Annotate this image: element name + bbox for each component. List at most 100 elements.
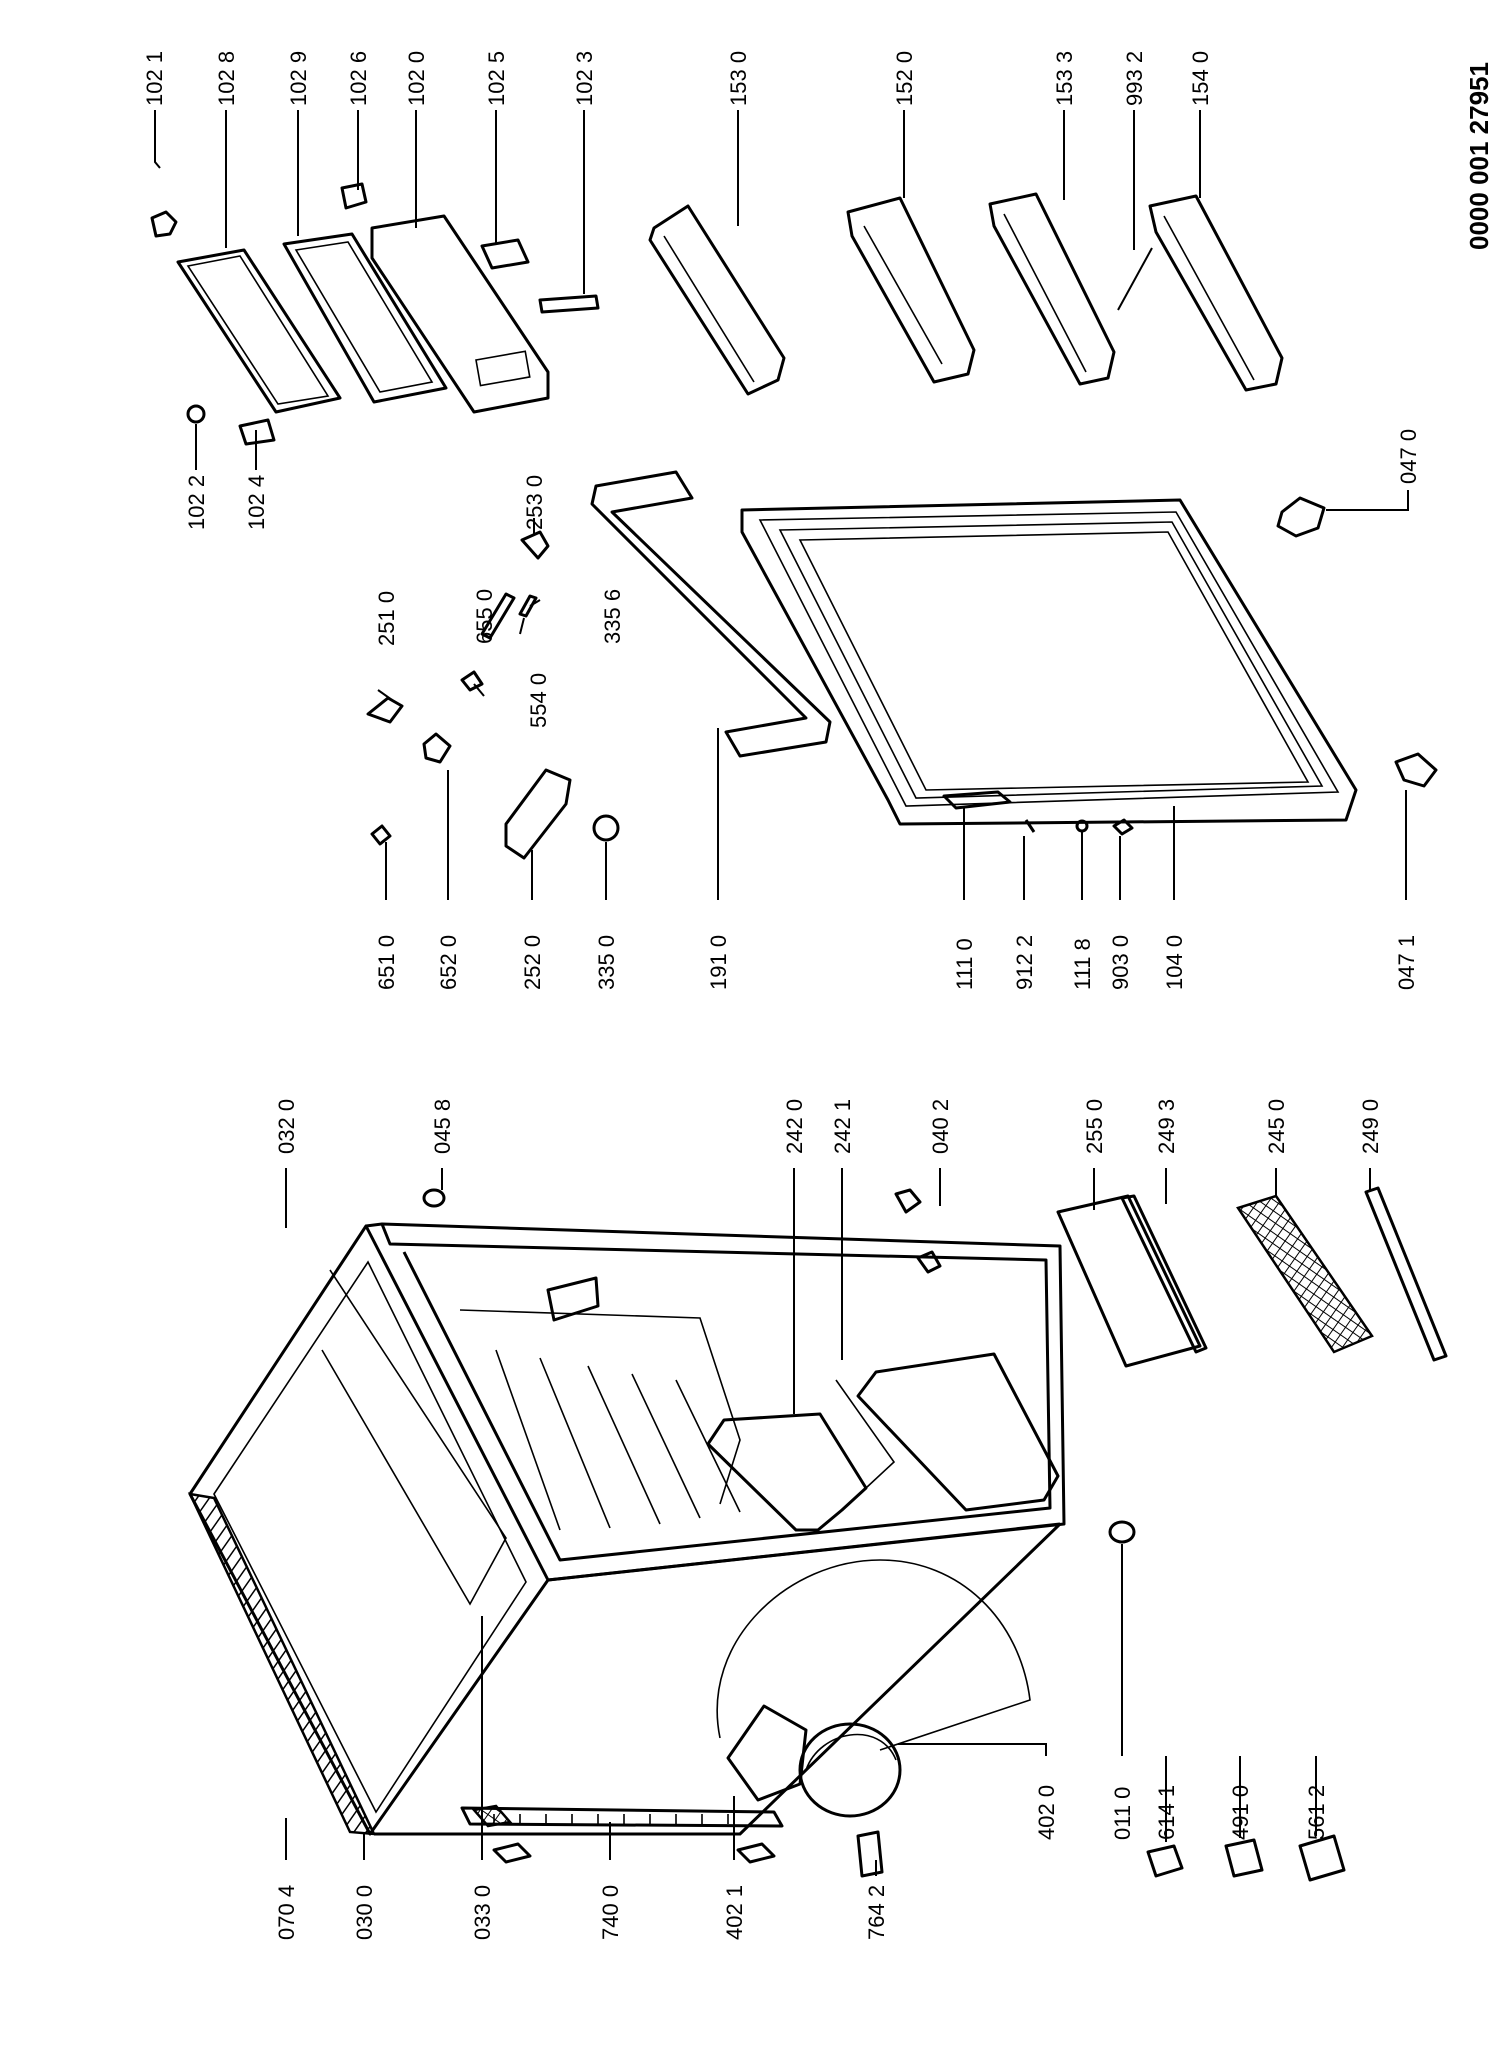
labels: 102 1 102 8 102 9 102 6 102 0 102 5 102 … [142, 51, 1421, 1940]
part-1023 [538, 294, 600, 314]
label-1533: 153 3 [1052, 51, 1077, 106]
label-2520: 252 0 [520, 935, 545, 990]
cabinet-body [365, 1222, 1066, 1582]
label-1520: 152 0 [892, 51, 917, 106]
part-1021 [150, 210, 178, 238]
label-0300: 030 0 [352, 1885, 377, 1940]
label-0704: 070 4 [274, 1885, 299, 1940]
part-1029 [282, 232, 448, 404]
label-3350: 335 0 [594, 935, 619, 990]
label-2490: 249 0 [1358, 1099, 1383, 1154]
label-9122: 912 2 [1012, 935, 1037, 990]
label-6141: 614 1 [1154, 1785, 1179, 1840]
part-6550 [480, 592, 516, 640]
part-5540 [460, 670, 484, 692]
part-2421 [856, 1352, 1060, 1512]
label-5612: 561 2 [1304, 1785, 1329, 1840]
label-1118: 111 8 [1070, 938, 1095, 990]
label-0402: 040 2 [928, 1099, 953, 1154]
label-2510: 251 0 [374, 591, 399, 646]
label-0470: 047 0 [1396, 429, 1421, 484]
part-2550 [1056, 1194, 1202, 1368]
part-4020 [798, 1722, 902, 1818]
label-5540: 554 0 [526, 673, 551, 728]
part-0330 [321, 1269, 507, 1606]
part-6510 [370, 824, 392, 846]
label-4020: 402 0 [1034, 1785, 1059, 1840]
part-1028 [176, 248, 342, 414]
label-1040: 104 0 [1162, 935, 1187, 990]
part-4910 [1224, 1838, 1264, 1878]
part-3356 [518, 594, 538, 618]
part-2510 [366, 696, 404, 724]
part-9122 [1024, 819, 1036, 833]
label-0471: 047 1 [1394, 935, 1419, 990]
part-0458 [422, 1188, 446, 1208]
label-1110: 111 0 [952, 938, 977, 990]
leaders-bottom [285, 1168, 1371, 1876]
door-shelf-group [150, 182, 1284, 446]
part-2490 [1364, 1186, 1448, 1362]
label-6520: 652 0 [436, 935, 461, 990]
label-1540: 154 0 [1188, 51, 1213, 106]
label-1020: 102 0 [404, 51, 429, 106]
part-4021 [726, 1704, 808, 1802]
compressor-cutout [716, 1559, 1031, 1751]
label-7400: 740 0 [598, 1885, 623, 1940]
part-2493 [1120, 1194, 1208, 1354]
part-9932 [1117, 247, 1153, 311]
cabinet-group [187, 1186, 1448, 1882]
part-2530 [520, 530, 550, 560]
part-0402 [894, 1188, 922, 1214]
part-1540 [1148, 194, 1284, 392]
part-1022 [186, 404, 206, 424]
part-2450 [1236, 1194, 1374, 1354]
part-6141 [1146, 1844, 1184, 1878]
label-0320: 032 0 [274, 1099, 299, 1154]
label-2450: 245 0 [1264, 1099, 1289, 1154]
part-7400 [460, 1806, 784, 1828]
label-1026: 102 6 [346, 51, 371, 106]
part-1020 [370, 214, 550, 414]
part-3350 [592, 814, 620, 842]
part-5612 [1298, 1834, 1346, 1882]
label-0458: 045 8 [430, 1099, 455, 1154]
part-2520 [504, 768, 572, 860]
label-7642: 764 2 [864, 1885, 889, 1940]
part-0471 [1394, 752, 1438, 788]
label-6510: 651 0 [374, 935, 399, 990]
label-6550: 655 0 [472, 589, 497, 644]
part-1110 [942, 790, 1012, 810]
door-group [366, 470, 1438, 860]
part-0470 [1276, 496, 1326, 538]
part-1910 [590, 470, 832, 758]
part-9030 [1112, 818, 1134, 836]
label-1024: 102 4 [244, 475, 269, 530]
label-9932: 993 2 [1122, 51, 1147, 106]
label-2421: 242 1 [830, 1099, 855, 1154]
label-0330: 033 0 [470, 1885, 495, 1940]
part-1530 [648, 204, 786, 396]
label-9030: 903 0 [1108, 935, 1133, 990]
part-1520 [846, 196, 976, 384]
label-3356: 335 6 [600, 589, 625, 644]
part-2420 [706, 1412, 868, 1532]
part-1118 [1075, 819, 1089, 833]
label-1530: 153 0 [726, 51, 751, 106]
label-4021: 402 1 [722, 1885, 747, 1940]
label-1029: 102 9 [286, 51, 311, 106]
document-number: 0000 001 27951 [1464, 62, 1494, 250]
leaders-top [154, 110, 1201, 470]
part-6520 [422, 732, 452, 764]
part-1040 [740, 498, 1358, 826]
label-0110: 011 0 [1110, 1787, 1135, 1840]
label-1021: 102 1 [142, 51, 167, 106]
part-7642 [856, 1830, 884, 1878]
part-1533 [988, 192, 1116, 386]
part-1024 [238, 418, 276, 446]
label-2420: 242 0 [782, 1099, 807, 1154]
label-1910: 191 0 [706, 935, 731, 990]
leaders-middle [377, 490, 1409, 900]
